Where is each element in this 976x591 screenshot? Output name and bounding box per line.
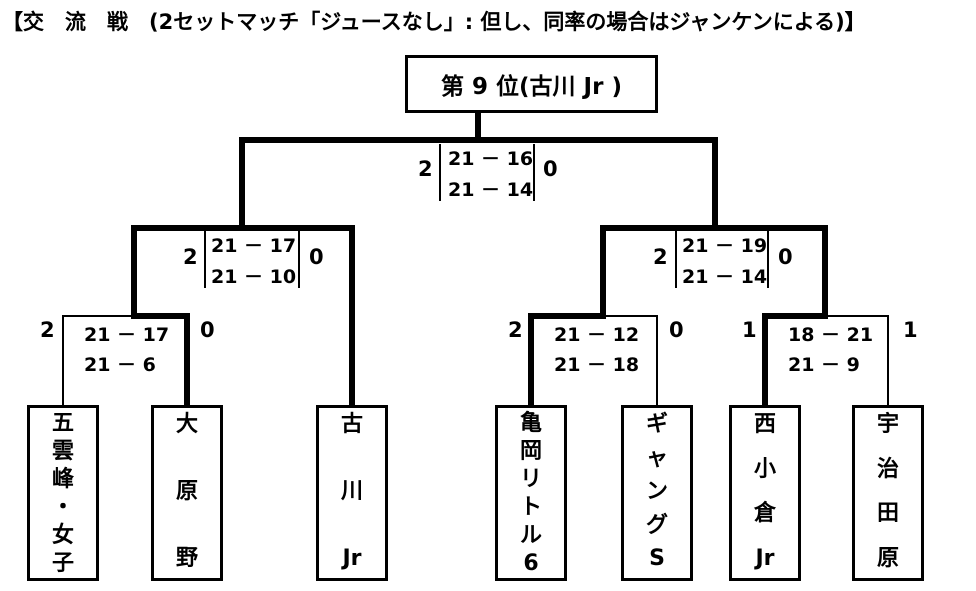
team-box-kameoka-little: 亀 岡 リ ト ル 6 [495, 405, 567, 581]
team-char: 大 [175, 412, 198, 437]
team-char: 倉 [753, 501, 776, 527]
r1-c-right-sets: 1 [903, 318, 918, 342]
r1-a-left-sets: 2 [40, 318, 55, 342]
team-box-furukawa-jr: 古 川 Jr [316, 405, 388, 581]
team-box-oharano: 大 原 野 [151, 405, 223, 581]
team-char: 原 [876, 545, 899, 571]
r1-b-right-line [602, 315, 658, 406]
r1-a-right-line [131, 313, 190, 408]
team-box-gang-s: ギ ャ ン グ S [621, 405, 693, 581]
r1-b-game2: 21 － 18 [554, 354, 640, 376]
team-char: ャ [645, 445, 668, 471]
team-char: 峰 [51, 467, 74, 492]
final-game1: 21 － 16 [448, 148, 534, 170]
team-char: 岡 [519, 439, 542, 464]
team-box-nishiogura-jr: 西 小 倉 Jr [729, 405, 801, 581]
page-title: 【交 流 戦 (2セットマッチ「ジュースなし」: 但し、同率の場合はジャンケンに… [2, 10, 866, 34]
r1-b-right-sets: 0 [669, 318, 684, 342]
team-char: グ [645, 512, 668, 538]
team-char: リ [519, 467, 542, 492]
r1-a-right-sets: 0 [200, 318, 215, 342]
left-semi-right-line [239, 225, 355, 408]
left-semi-right-sets: 0 [309, 245, 324, 269]
team-box-gounpo: 五 雲 峰 ・ 女 子 [27, 405, 99, 581]
left-semi-game1: 21 － 17 [211, 235, 297, 257]
team-char: ギ [645, 412, 668, 437]
team-char: 小 [753, 456, 776, 482]
team-char: 6 [523, 551, 539, 576]
team-char: 川 [340, 479, 363, 504]
r1-c-left-sets: 1 [742, 318, 757, 342]
team-char: 古 [340, 412, 363, 437]
team-char: 西 [753, 412, 776, 437]
left-semi-game2: 21 － 10 [211, 266, 297, 288]
r1-c-game2: 21 － 9 [788, 354, 860, 376]
r1-a-game1: 21 － 17 [84, 324, 170, 346]
right-semi-right-sets: 0 [778, 245, 793, 269]
team-char: ン [645, 479, 668, 504]
team-char: ト [519, 495, 542, 520]
team-char: 女 [51, 523, 74, 548]
r1-a-left-line [62, 315, 135, 406]
r1-c-left-line [762, 313, 828, 408]
final-left-line [239, 137, 481, 231]
r1-c-game1: 18 － 21 [788, 324, 874, 346]
right-semi-right-line [712, 225, 828, 319]
r1-b-game1: 21 － 12 [554, 324, 640, 346]
r1-c-right-line [824, 315, 889, 406]
final-left-sets: 2 [418, 157, 433, 181]
final-game2: 21 － 14 [448, 179, 534, 201]
team-char: 田 [876, 501, 899, 527]
team-char: 子 [51, 551, 74, 576]
final-right-line [475, 137, 718, 231]
right-semi-left-sets: 2 [653, 245, 668, 269]
final-right-sets: 0 [543, 157, 558, 181]
team-char: S [649, 546, 665, 571]
team-char: Jr [755, 545, 775, 571]
right-semi-game2: 21 － 14 [682, 266, 768, 288]
champion-box: 第 9 位(古川 Jr ) [405, 55, 658, 113]
team-char: 亀 [519, 411, 542, 436]
team-char: 治 [876, 456, 899, 482]
r1-a-game2: 21 － 6 [84, 354, 156, 376]
team-box-ujitawara: 宇 治 田 原 [852, 405, 924, 581]
left-semi-left-line [131, 225, 245, 319]
right-semi-game1: 21 － 19 [682, 235, 768, 257]
left-semi-left-sets: 2 [183, 245, 198, 269]
team-char: 宇 [876, 412, 899, 437]
right-semi-left-line [600, 225, 718, 319]
team-char: 五 [51, 411, 74, 436]
team-char: 原 [175, 479, 198, 504]
team-char: 野 [175, 546, 198, 571]
team-char: 雲 [51, 439, 74, 464]
r1-b-left-line [528, 313, 606, 408]
team-char: Jr [342, 546, 362, 571]
r1-b-left-sets: 2 [508, 318, 523, 342]
team-char: ・ [51, 495, 74, 520]
team-char: ル [519, 523, 542, 548]
